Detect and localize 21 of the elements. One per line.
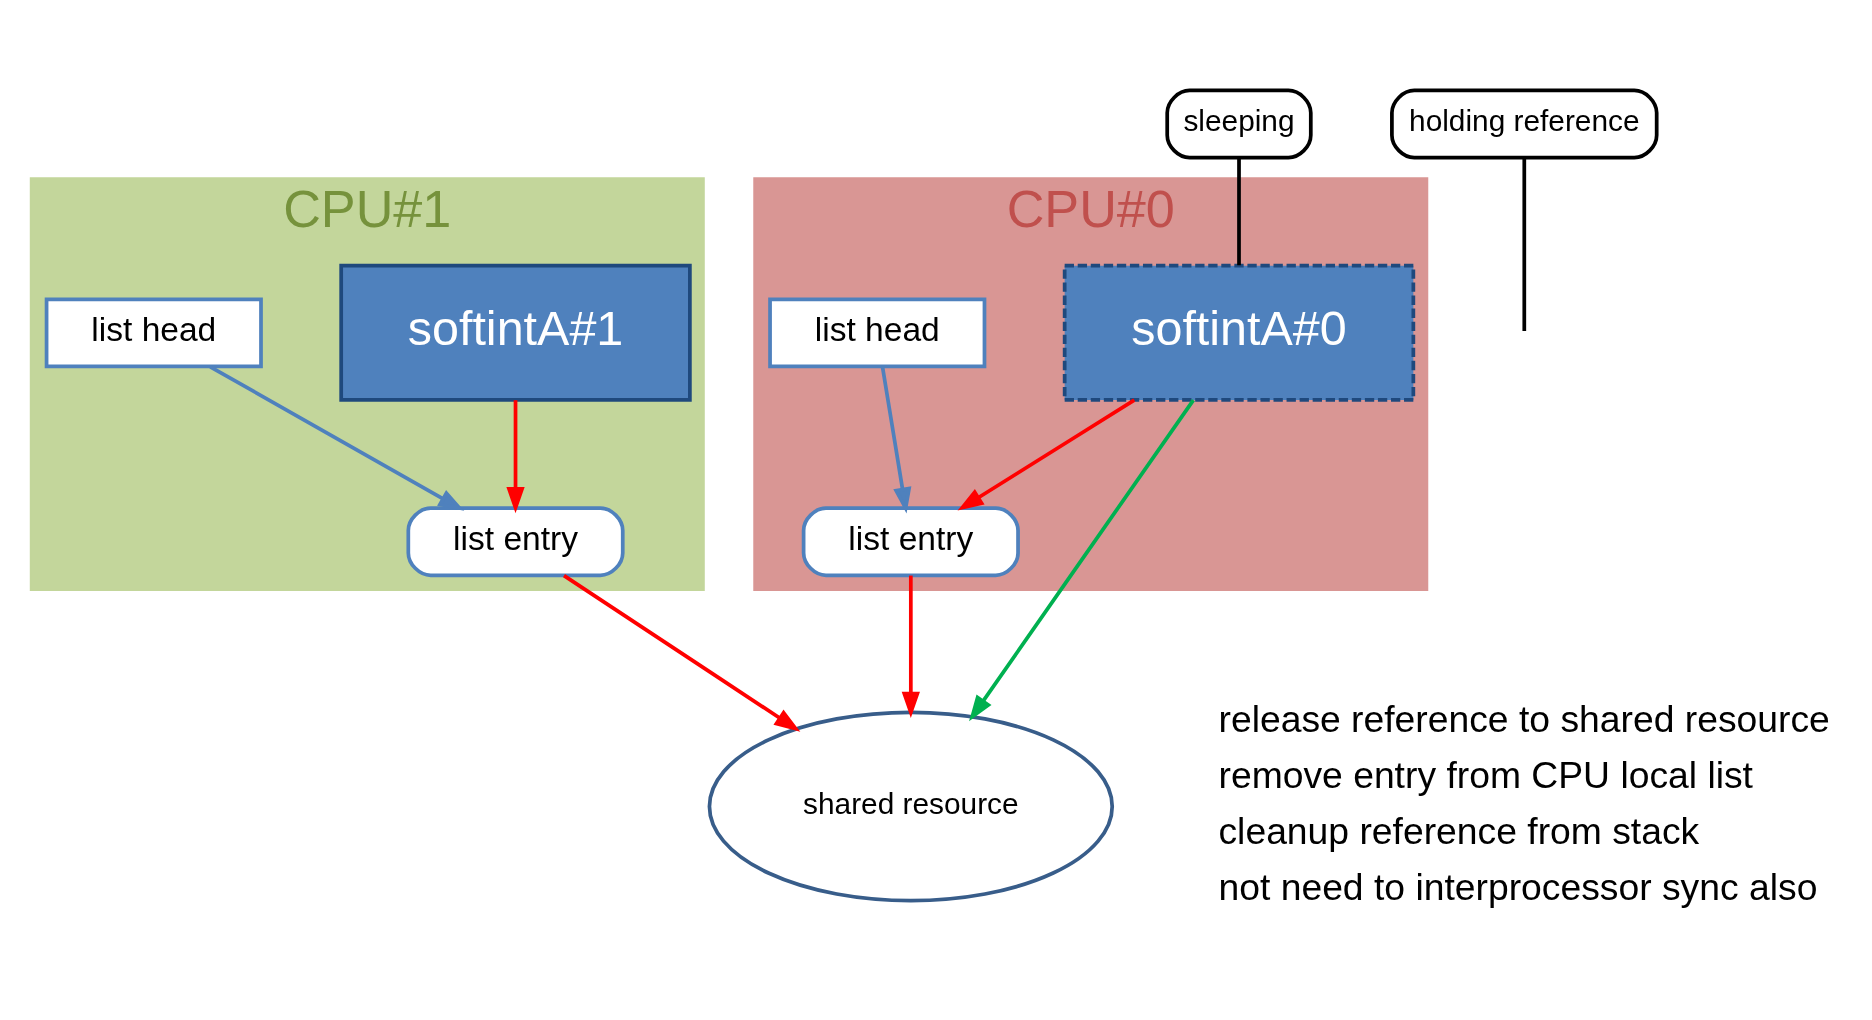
connector bbox=[1522, 157, 1527, 331]
node-box: list head bbox=[44, 297, 263, 369]
node-box: softintA#1 bbox=[339, 263, 692, 402]
arrow bbox=[209, 365, 465, 511]
node-box: holding reference bbox=[1390, 88, 1659, 160]
arrow bbox=[506, 400, 525, 514]
node-box: softintA#0 bbox=[1062, 263, 1416, 402]
arrow bbox=[957, 398, 1136, 511]
arrow bbox=[901, 575, 920, 718]
node-box: sleeping bbox=[1165, 88, 1313, 160]
node-box: list head bbox=[768, 297, 987, 369]
label: not need to interprocessor sync also bbox=[1218, 865, 1818, 908]
connector bbox=[1237, 157, 1241, 266]
label: remove entry from CPU local list bbox=[1218, 753, 1753, 796]
label: cleanup reference from stack bbox=[1218, 809, 1700, 852]
node-box: list entry bbox=[801, 506, 1020, 578]
node-box: list entry bbox=[406, 506, 625, 578]
label: release reference to shared resource bbox=[1218, 697, 1830, 740]
arrow bbox=[880, 366, 912, 514]
arrow bbox=[563, 574, 801, 732]
arrow bbox=[969, 399, 1195, 722]
